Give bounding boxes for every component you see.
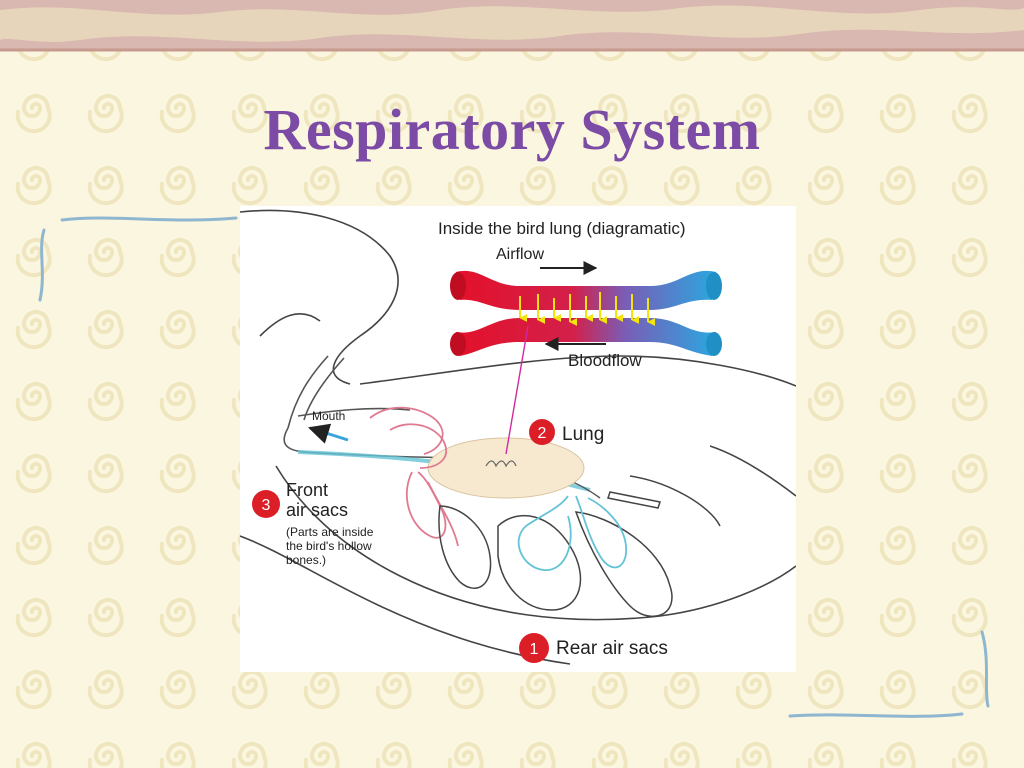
front-air-sacs-label-line1: Front [286,480,328,500]
marker-1: 1 [519,633,549,663]
rear-air-sacs [438,475,721,617]
slide-title: Respiratory System [263,97,761,162]
front-air-sacs-note-line2: the bird's hollow [286,539,372,553]
mouth-label: Mouth [312,409,345,423]
gas-exchange-arrows [519,292,656,326]
bird-body-outline [240,209,796,665]
bird-respiratory-diagram: Mouth Inside the bird lung (diagramatic)… [240,206,796,672]
posterior-airways [517,495,627,571]
lung [427,437,585,499]
front-air-sacs-label-line2: air sacs [286,500,348,520]
inset-title: Inside the bird lung (diagramatic) [438,219,686,238]
airflow-label: Airflow [496,246,544,263]
svg-text:2: 2 [538,425,547,442]
front-air-sacs [369,406,459,547]
inset-pointer [505,325,529,455]
mouth-arrow [307,423,349,444]
marker-2: 2 [529,419,555,445]
lung-label: Lung [562,424,604,445]
decorative-border [38,216,990,718]
svg-text:3: 3 [262,497,271,514]
svg-text:1: 1 [530,641,539,658]
front-air-sacs-note-line3: bones.) [286,553,326,567]
rear-air-sacs-label: Rear air sacs [556,638,668,659]
front-air-sacs-note-line1: (Parts are inside [286,525,374,539]
bloodflow-label: Bloodflow [568,351,642,370]
marker-3: 3 [252,490,280,518]
